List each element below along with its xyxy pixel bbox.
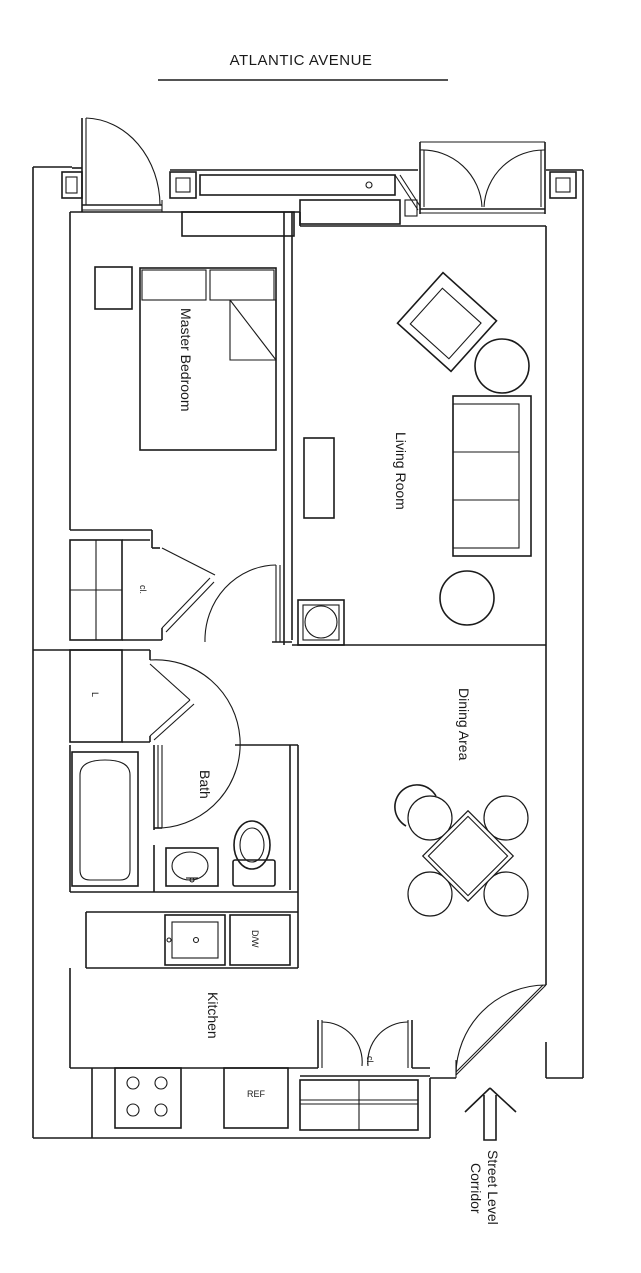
closet-label-kitchen: cl. <box>365 1056 375 1065</box>
bedroom-closet: cl. <box>69 539 216 641</box>
bed-icon <box>139 267 277 451</box>
bath: Bath <box>69 659 299 968</box>
kitchen-closet: cl. <box>299 1020 430 1131</box>
outer-walls <box>32 166 584 1139</box>
columns-top <box>61 171 577 225</box>
dining-area-label: Dining Area <box>456 688 472 761</box>
sofa-icon <box>452 395 532 557</box>
kitchen: D/W REF Kitchen <box>69 911 300 1138</box>
closet-label-bedroom: cl. <box>138 585 148 594</box>
dishwasher-icon <box>229 914 291 966</box>
linen-label: L <box>90 692 100 697</box>
bedroom-closet-top <box>181 211 295 237</box>
stove-icon <box>114 1067 182 1129</box>
armchair-icon <box>396 271 498 373</box>
bathtub-icon <box>71 751 139 887</box>
bedroom-balcony-door <box>81 117 163 212</box>
street-label: ATLANTIC AVENUE <box>230 52 373 69</box>
dining-area: Dining Area <box>394 688 529 917</box>
linen-closet: L <box>33 649 195 743</box>
bath-label: Bath <box>197 770 213 799</box>
column-icon <box>297 599 345 646</box>
living-balcony-doors <box>419 141 546 214</box>
master-bedroom-label: Master Bedroom <box>178 308 194 411</box>
entrance-label-line1: Street Level <box>485 1150 501 1225</box>
dining-table-icon <box>394 784 529 917</box>
side-table-icon <box>474 338 530 394</box>
living-room-label: Living Room <box>393 432 409 510</box>
master-bedroom: Master Bedroom <box>70 211 301 645</box>
bath-door <box>149 659 241 829</box>
dishwasher-label: D/W <box>250 930 260 948</box>
refrigerator-icon <box>223 1067 289 1129</box>
refrigerator-label: REF <box>247 1089 266 1099</box>
bedroom-door <box>204 564 292 643</box>
entry-arrow-icon <box>464 1087 517 1141</box>
entrance-label-line2: Corridor <box>468 1163 484 1214</box>
end-table-icon <box>439 570 495 626</box>
toilet-icon <box>232 820 276 887</box>
living-room: Living Room <box>292 271 546 646</box>
sink-icon <box>165 847 219 887</box>
entrance-door <box>455 984 547 1078</box>
tv-console-icon <box>303 437 335 519</box>
nightstand-icon <box>94 266 133 310</box>
kitchen-sink-icon <box>164 914 226 966</box>
kitchen-label: Kitchen <box>205 992 221 1039</box>
